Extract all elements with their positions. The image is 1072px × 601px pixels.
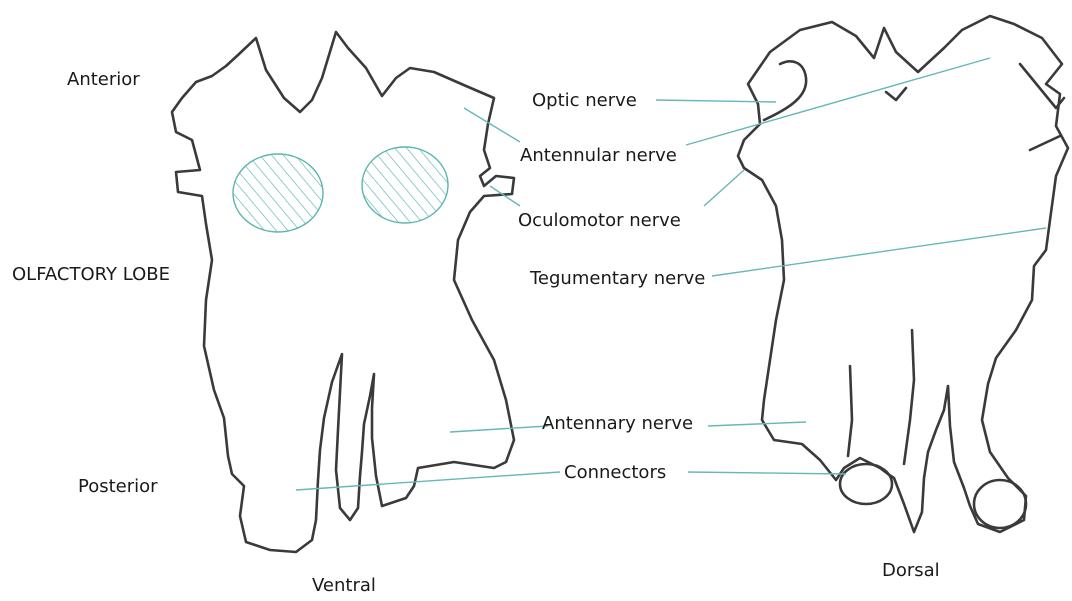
leader-tegumentary — [712, 228, 1046, 276]
ventral-label: Ventral — [312, 575, 376, 597]
leader-antennular-ventral — [464, 108, 520, 142]
antennary-nerve-label: Antennary nerve — [542, 413, 693, 435]
dorsal-connector-end-left — [840, 464, 892, 504]
oculomotor-nerve-label: Oculomotor nerve — [518, 210, 681, 232]
dorsal-inner-fold-right — [1020, 64, 1064, 150]
leader-oculomotor-dorsal — [704, 170, 744, 206]
posterior-label: Posterior — [78, 476, 158, 498]
connectors-label: Connectors — [564, 462, 666, 484]
olfactory-lobe-right — [362, 147, 448, 223]
dorsal-inner-fold-left — [764, 61, 806, 120]
leader-connectors-dorsal — [688, 472, 846, 474]
dorsal-inner-fold-top — [886, 88, 906, 100]
dorsal-posterior-split — [904, 330, 914, 464]
tegumentary-nerve-label: Tegumentary nerve — [530, 268, 705, 290]
anterior-label: Anterior — [67, 69, 140, 91]
dorsal-label: Dorsal — [882, 560, 940, 582]
ventral-brain-outline — [172, 32, 514, 552]
optic-nerve-label: Optic nerve — [532, 90, 637, 112]
olfactory-lobe-label: OLFACTORY LOBE — [12, 264, 170, 286]
leader-antennary-ventral — [450, 426, 548, 432]
leader-optic-nerve — [656, 100, 776, 102]
olfactory-lobe-left — [233, 154, 323, 232]
dorsal-connector-end-right — [974, 480, 1026, 528]
antennular-nerve-label: Antennular nerve — [520, 145, 677, 167]
leader-antennary-dorsal — [708, 422, 806, 426]
dorsal-posterior-split-2 — [848, 366, 852, 456]
